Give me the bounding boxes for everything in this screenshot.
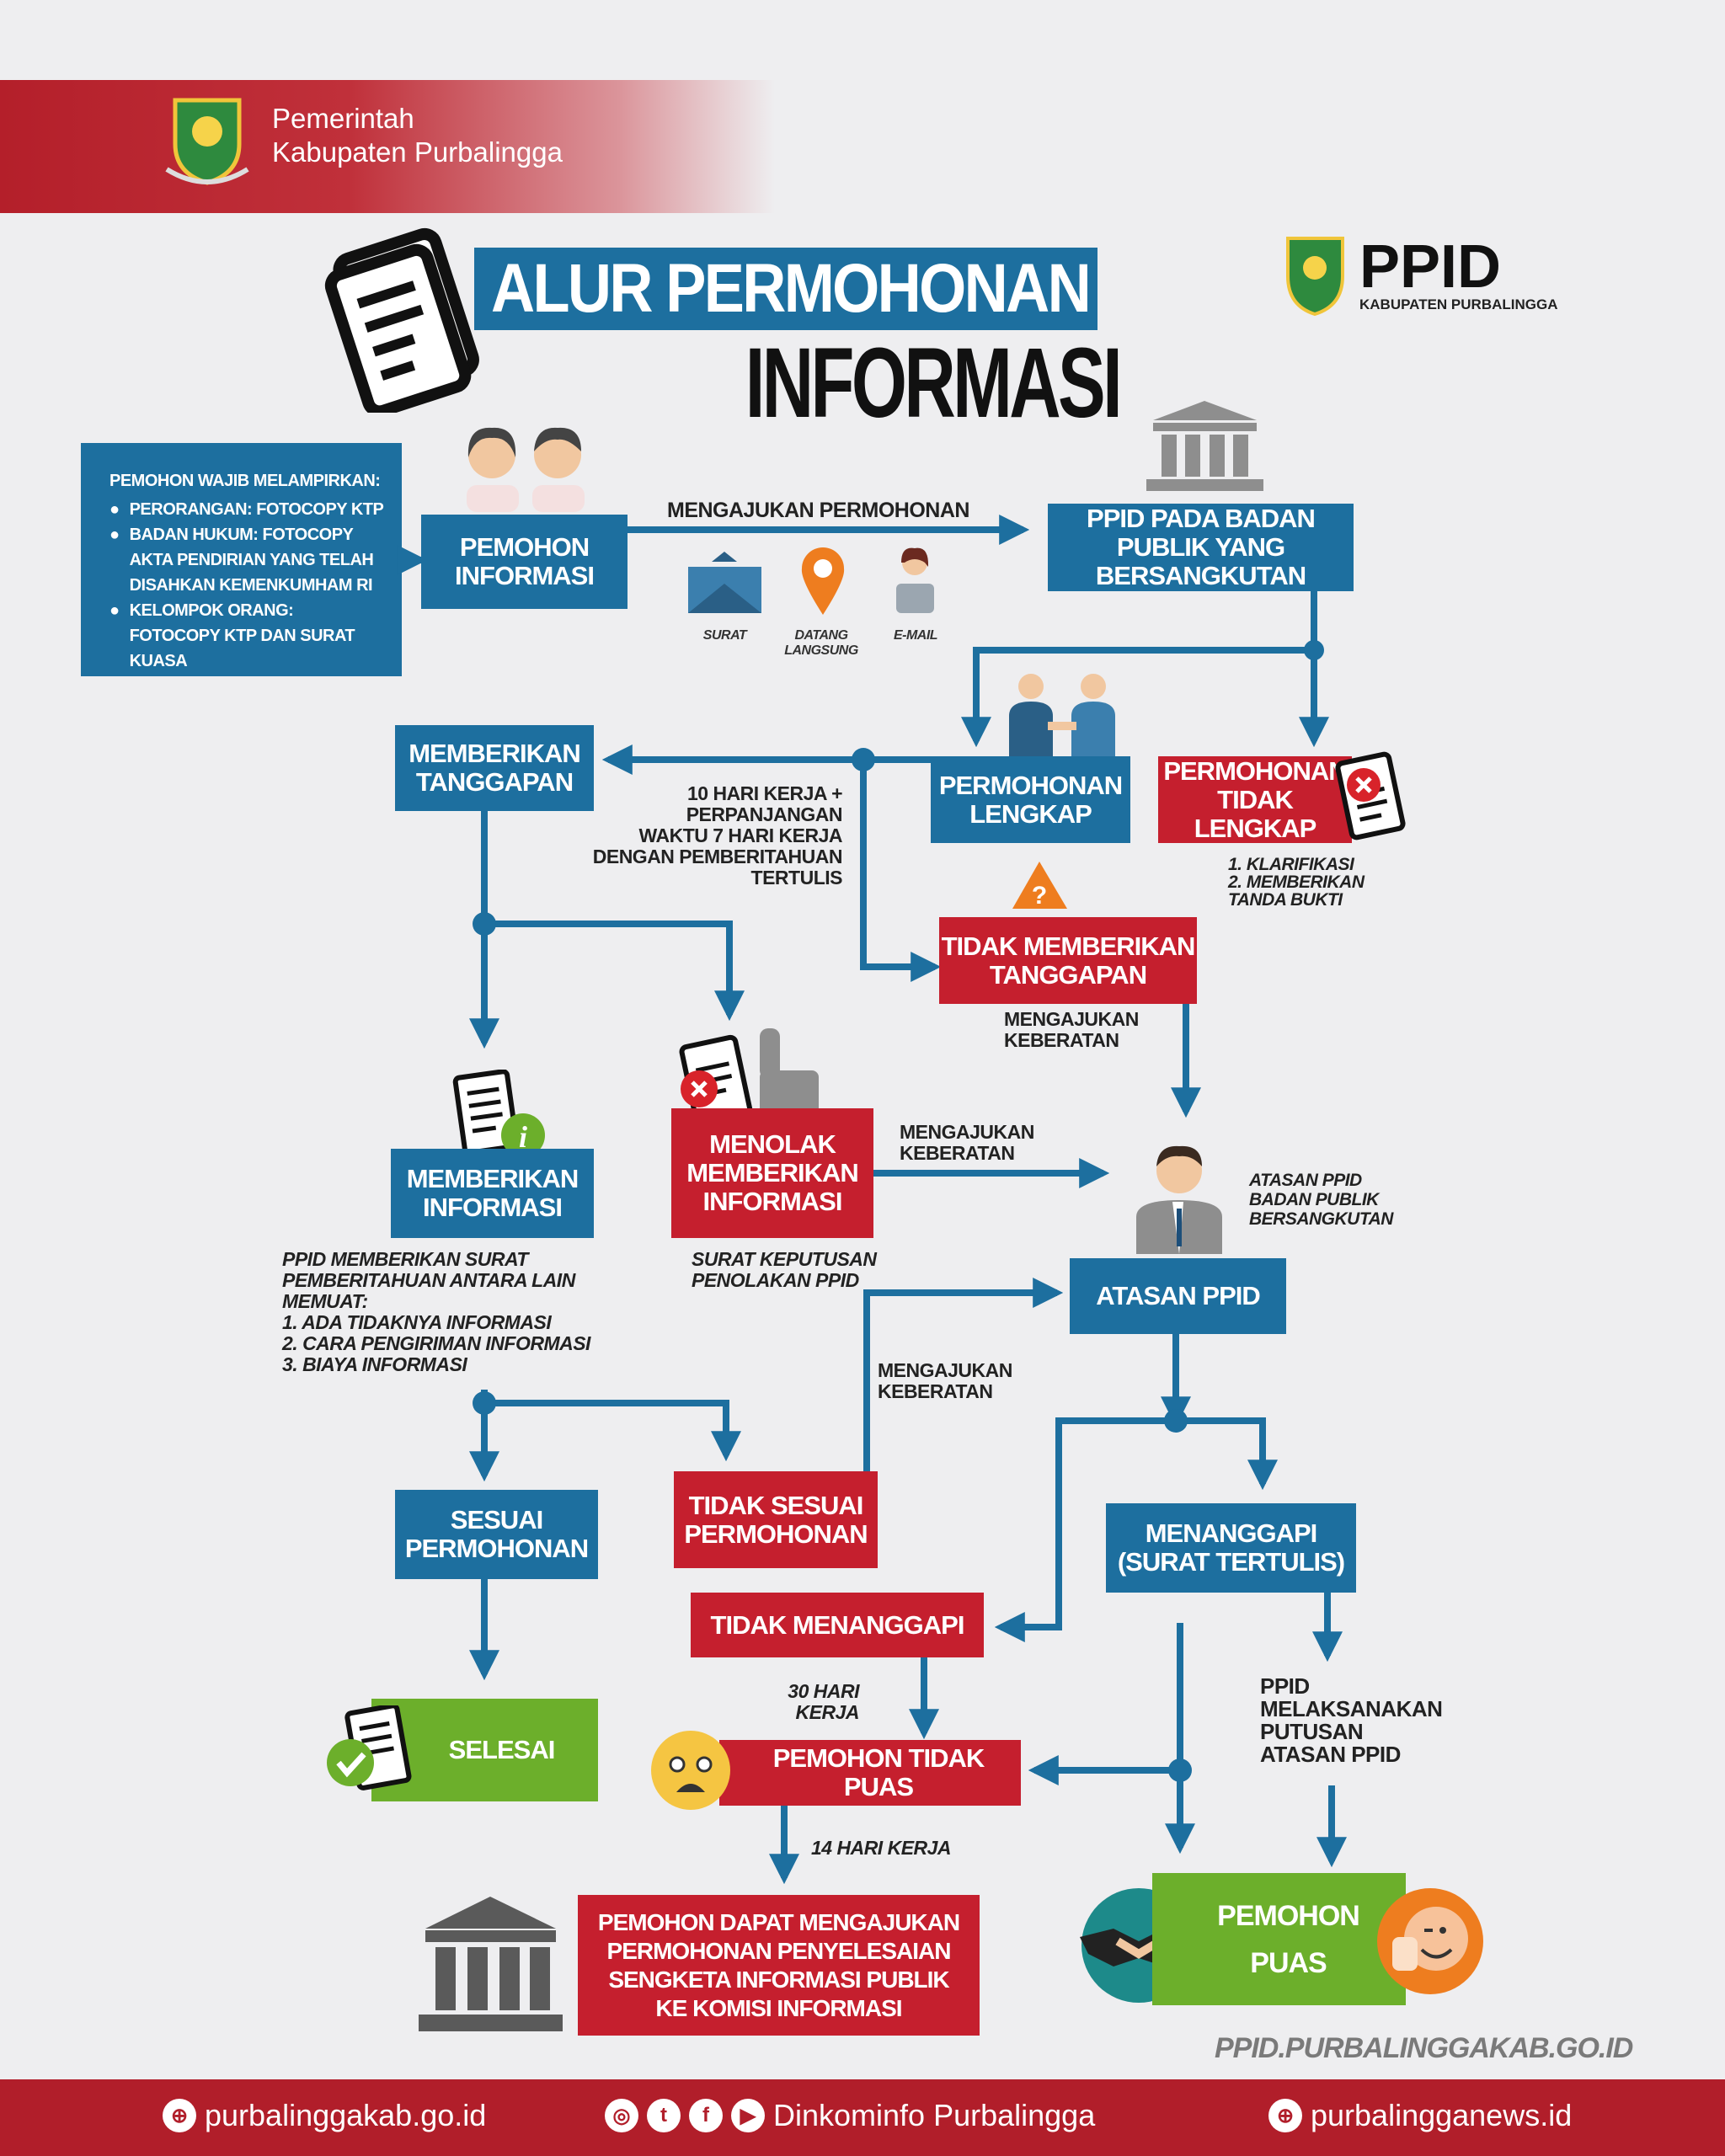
requirement-text: KELOMPOK ORANG: FOTOCOPY KTP DAN SURAT K…	[129, 601, 355, 670]
completed-document-icon	[327, 1705, 412, 1790]
mail-icon	[688, 552, 761, 613]
twitter-icon: t	[647, 2099, 681, 2132]
people-icon	[467, 427, 585, 512]
label-keberatan-1: MENGAJUKAN KEBERATAN	[1004, 1008, 1139, 1051]
node-menanggapi: MENANGGAPI (SURAT TERTULIS)	[1106, 1503, 1356, 1593]
label-empat-belas-hari: 14 HARI KERJA	[811, 1837, 952, 1859]
worried-face-icon	[651, 1731, 730, 1810]
node-menolak-memberikan-informasi: MENOLAK MEMBERIKAN INFORMASI	[671, 1108, 873, 1238]
svg-text:i: i	[519, 1120, 527, 1154]
node-selesai: SELESAI	[371, 1699, 598, 1801]
ppid-logo-name: PPID	[1359, 233, 1502, 301]
requirements-box: PEMOHON WAJIB MELAMPIRKAN: ●PERORANGAN: …	[81, 443, 402, 676]
location-pin-icon	[801, 547, 845, 615]
requirement-text: PERORANGAN: FOTOCOPY KTP	[129, 500, 384, 519]
node-komisi-informasi: PEMOHON DAPAT MENGAJUKAN PERMOHONAN PENY…	[578, 1895, 980, 2036]
information-document-icon: i	[452, 1070, 545, 1157]
footer-site2[interactable]: ⊕ purbalingganews.id	[1268, 2098, 1572, 2133]
footer-site1-text: purbalinggakab.go.id	[205, 2098, 487, 2132]
svg-text:?: ?	[1032, 882, 1047, 910]
label-surat-pemberitahuan: PPID MEMBERIKAN SURAT PEMBERITAHUAN ANTA…	[282, 1248, 590, 1375]
requirements-heading: PEMOHON WAJIB MELAMPIRKAN:	[109, 472, 381, 490]
requirement-text: BADAN HUKUM: FOTOCOPY AKTA PENDIRIAN YAN…	[129, 526, 374, 595]
node-tidak-memberikan-tanggapan: TIDAK MEMBERIKAN TANGGAPAN	[939, 917, 1197, 1004]
node-tidak-menanggapi: TIDAK MENANGGAPI	[691, 1593, 984, 1657]
footer-social-text: Dinkominfo Purbalingga	[773, 2098, 1096, 2132]
label-atasan-desc: ATASAN PPID BADAN PUBLIK BERSANGKUTAN	[1249, 1171, 1393, 1229]
ppid-emblem-icon	[1286, 237, 1344, 317]
requirement-item: ●BADAN HUKUM: FOTOCOPY AKTA PENDIRIAN YA…	[109, 522, 387, 598]
header-line2: Kabupaten Purbalingga	[272, 136, 563, 168]
label-tiga-puluh-hari: 30 HARI KERJA	[788, 1680, 859, 1723]
handshake-people-icon	[1009, 674, 1115, 756]
globe-icon: ⊕	[1268, 2099, 1302, 2132]
requirement-item: ●KELOMPOK ORANG: FOTOCOPY KTP DAN SURAT …	[109, 598, 387, 674]
node-pemohon-informasi: PEMOHON INFORMASI	[421, 515, 628, 609]
label-mengajukan-permohonan: MENGAJUKAN PERMOHONAN	[667, 499, 969, 522]
government-building-icon	[1146, 401, 1263, 491]
label-surat-keputusan: SURAT KEPUTUSAN PENOLAKAN PPID	[692, 1248, 877, 1291]
instagram-icon: ◎	[605, 2099, 638, 2132]
node-memberikan-informasi: MEMBERIKAN INFORMASI	[391, 1149, 594, 1238]
warning-icon: ?	[1012, 862, 1067, 910]
purbalingga-emblem-icon	[165, 98, 249, 185]
label-email: E-MAIL	[893, 628, 938, 643]
globe-icon: ⊕	[163, 2099, 196, 2132]
commission-building-icon	[419, 1897, 563, 2031]
title-line1-bar: ALUR PERMOHONAN	[474, 248, 1097, 330]
label-datang-langsung: DATANG LANGSUNG	[784, 628, 858, 658]
label-keberatan-2: MENGAJUKAN KEBERATAN	[900, 1121, 1034, 1164]
label-ppid-melaksanakan: PPID MELAKSANAKAN PUTUSAN ATASAN PPID	[1260, 1673, 1443, 1767]
header-line1: Pemerintah	[272, 103, 414, 134]
email-person-icon	[896, 547, 934, 613]
label-sepuluh-hari: 10 HARI KERJA + PERPANJANGAN WAKTU 7 HAR…	[592, 782, 843, 889]
node-atasan-ppid: ATASAN PPID	[1070, 1258, 1286, 1334]
node-tidak-sesuai-permohonan: TIDAK SESUAI PERMOHONAN	[674, 1471, 878, 1568]
node-permohonan-tidak-lengkap: PERMOHONAN TIDAK LENGKAP	[1158, 756, 1352, 843]
node-pemohon-puas: PEMOHON PUAS	[1152, 1873, 1406, 2005]
node-pemohon-tidak-puas: PEMOHON TIDAK PUAS	[719, 1740, 1021, 1806]
node-sesuai-permohonan: SESUAI PERMOHONAN	[395, 1490, 598, 1579]
footer-site1[interactable]: ⊕ purbalinggakab.go.id	[163, 2098, 486, 2133]
title-line2-wrap: INFORMASI	[600, 333, 1123, 434]
node-memberikan-tanggapan: MEMBERIKAN TANGGAPAN	[395, 725, 594, 811]
facebook-icon: f	[689, 2099, 723, 2132]
reject-thumbs-down-icon	[679, 1028, 819, 1129]
footer-site2-text: purbalingganews.id	[1311, 2098, 1573, 2132]
title-line1: ALUR PERMOHONAN	[491, 250, 1092, 327]
document-icon	[324, 227, 479, 413]
requirement-item: ●PERORANGAN: FOTOCOPY KTP	[109, 497, 387, 522]
rejected-document-icon	[1335, 751, 1406, 841]
label-klarifikasi: 1. KLARIFIKASI 2. MEMBERIKAN TANDA BUKTI	[1228, 855, 1365, 910]
happy-thumbs-up-icon	[1377, 1888, 1483, 1994]
youtube-icon: ▶	[731, 2099, 765, 2132]
website-label: PPID.PURBALINGGAKAB.GO.ID	[1215, 2032, 1633, 2064]
node-permohonan-lengkap: PERMOHONAN LENGKAP	[931, 756, 1130, 843]
supervisor-person-icon	[1136, 1145, 1222, 1254]
label-surat: SURAT	[702, 628, 747, 643]
ppid-logo-sub: KABUPATEN PURBALINGGA	[1359, 296, 1558, 312]
label-keberatan-3: MENGAJUKAN KEBERATAN	[878, 1359, 1012, 1402]
title-line2: INFORMASI	[745, 328, 1123, 439]
node-ppid-badan-publik: PPID PADA BADAN PUBLIK YANG BERSANGKUTAN	[1048, 504, 1354, 591]
